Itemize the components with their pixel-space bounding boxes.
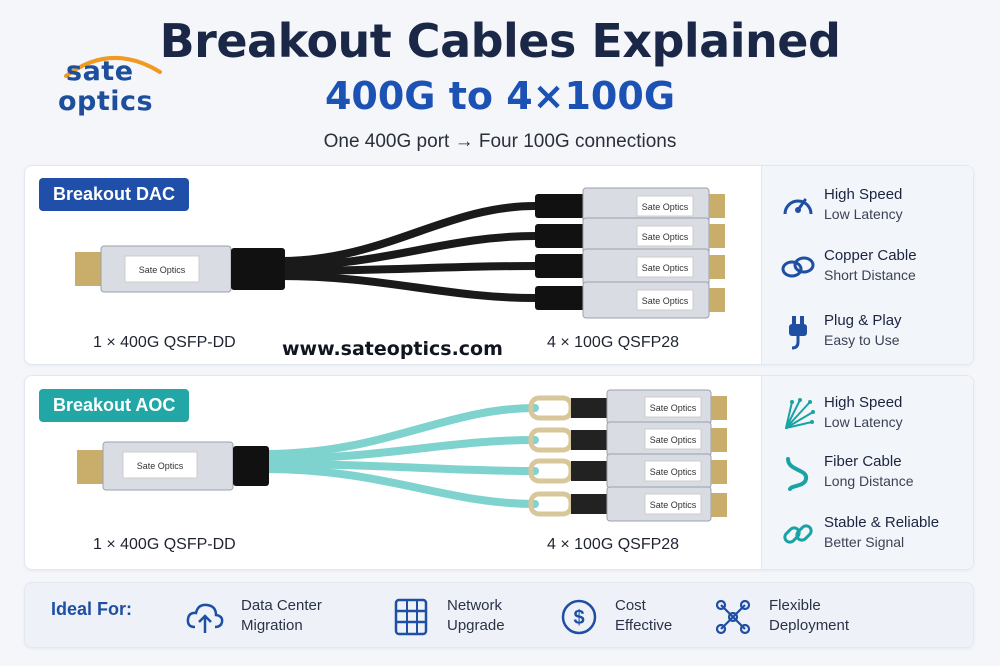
dac-qsfp28-module-2: Sate Optics: [535, 217, 725, 255]
page-subtitle: 400G to 4×100G: [324, 74, 676, 118]
dac-feature-speed: High Speed Low Latency: [780, 184, 970, 234]
dac-feature-plug-detail: Easy to Use: [824, 332, 900, 348]
server-rack-icon: [394, 598, 428, 636]
website-url[interactable]: www.sateoptics.com: [282, 338, 503, 360]
aoc-left-caption: 1 × 400G QSFP-DD: [93, 536, 236, 553]
aoc-qsfp-dd-module: Sate Optics: [77, 441, 269, 491]
dac-qsfp28-module-3: Sate Optics: [535, 248, 725, 286]
dac-feature-copper-title: Copper Cable: [824, 247, 917, 264]
logo-text-line2: optics: [58, 86, 154, 117]
dac-left-caption: 1 × 400G QSFP-DD: [93, 334, 236, 351]
aoc-features: High Speed Low Latency Fiber Cable Long …: [761, 376, 973, 569]
aoc-module-label-3: Sate Optics: [650, 467, 697, 477]
brand-logo: sate optics: [56, 50, 166, 130]
aoc-feature-speed-title: High Speed: [824, 394, 903, 411]
aoc-qsfp28-modules: Sate Optics Sate Optics Sate Optics: [528, 389, 727, 522]
aoc-qsfp28-module-4: Sate Optics: [528, 486, 727, 522]
aoc-module-label-2: Sate Optics: [650, 435, 697, 445]
logo-arc-icon: [64, 55, 162, 78]
aoc-feature-fiber-detail: Long Distance: [824, 473, 914, 489]
ideal-item-network-line2: Upgrade: [447, 617, 505, 634]
dac-module-label-2: Sate Optics: [642, 232, 689, 242]
aoc-feature-speed: High Speed Low Latency: [780, 392, 970, 442]
dac-feature-copper: Copper Cable Short Distance: [780, 245, 970, 295]
svg-text:$: $: [573, 607, 584, 629]
aoc-badge: Breakout AOC: [39, 389, 190, 422]
dac-feature-plug: Plug & Play Easy to Use: [780, 310, 970, 360]
ideal-for-label: Ideal For:: [51, 599, 133, 619]
dac-feature-speed-detail: Low Latency: [824, 206, 903, 222]
aoc-module-label-4: Sate Optics: [650, 500, 697, 510]
aoc-qsfp28-module-3: Sate Optics: [528, 453, 727, 489]
dac-qsfp-dd-module: Sate Optics: [75, 245, 285, 293]
chain-link-icon: [783, 524, 813, 544]
aoc-feature-speed-detail: Low Latency: [824, 414, 903, 430]
aoc-panel: Breakout AOC Sate Optics Sate Optics: [24, 375, 974, 570]
dac-left-module-label: Sate Optics: [139, 265, 186, 275]
page-tagline: One 400G port → Four 100G connections: [323, 131, 677, 152]
ideal-item-flexible-line2: Deployment: [769, 617, 850, 634]
dac-panel: Breakout DAC Sate Optics Sate Optics: [24, 165, 974, 365]
dac-module-label-1: Sate Optics: [642, 202, 689, 212]
fiber-cable-icon: [786, 457, 809, 491]
page-title: Breakout Cables Explained: [159, 14, 841, 68]
aoc-right-caption: 4 × 100G QSFP28: [547, 536, 680, 553]
aoc-qsfp28-module-2: Sate Optics: [528, 421, 727, 457]
aoc-module-label-1: Sate Optics: [650, 403, 697, 413]
dac-feature-copper-detail: Short Distance: [824, 267, 916, 283]
dac-qsfp28-module-1: Sate Optics: [535, 187, 725, 225]
aoc-cable-strands: [261, 404, 539, 508]
ideal-item-data-center-line2: Migration: [241, 617, 303, 634]
speedometer-icon: [783, 198, 813, 215]
aoc-left-module-label: Sate Optics: [137, 461, 184, 471]
network-nodes-icon: [715, 599, 751, 635]
plug-icon: [789, 316, 807, 350]
copper-cable-icon: [781, 256, 815, 278]
ideal-item-flexible-line1: Flexible: [769, 597, 821, 614]
cloud-upload-icon: [186, 603, 224, 633]
aoc-feature-reliable: Stable & Reliable Better Signal: [780, 512, 970, 562]
dollar-icon: $: [561, 599, 597, 635]
ideal-item-cost-line1: Cost: [615, 597, 646, 614]
dac-feature-plug-title: Plug & Play: [824, 312, 902, 329]
aoc-feature-reliable-detail: Better Signal: [824, 534, 905, 550]
dac-right-caption: 4 × 100G QSFP28: [547, 334, 680, 351]
logo-text-line1: sate: [66, 56, 134, 87]
aoc-feature-fiber-title: Fiber Cable: [824, 453, 902, 470]
fiber-burst-icon: [785, 398, 815, 429]
dac-cable-strands: [276, 202, 539, 302]
dac-badge: Breakout DAC: [39, 178, 190, 211]
dac-feature-speed-title: High Speed: [824, 186, 903, 203]
dac-module-label-4: Sate Optics: [642, 296, 689, 306]
aoc-cable-illustration: Sate Optics Sate Optics Sate Optics: [77, 389, 727, 522]
aoc-feature-fiber: Fiber Cable Long Distance: [780, 451, 970, 501]
dac-qsfp28-module-4: Sate Optics: [535, 281, 725, 319]
ideal-item-network-line1: Network: [447, 597, 503, 614]
ideal-item-data-center-line1: Data Center: [241, 597, 322, 614]
dac-qsfp28-modules: Sate Optics Sate Optics Sate Optics: [535, 187, 725, 319]
ideal-for-panel: Ideal For: Data Center Migration Network…: [24, 582, 974, 648]
dac-module-label-3: Sate Optics: [642, 263, 689, 273]
aoc-qsfp28-module-1: Sate Optics: [528, 389, 727, 425]
ideal-item-cost-line2: Effective: [615, 617, 673, 634]
dac-cable-illustration: Sate Optics Sate Optics Sate Optics: [75, 187, 725, 319]
aoc-feature-reliable-title: Stable & Reliable: [824, 514, 940, 531]
dac-features: High Speed Low Latency Copper Cable Shor…: [761, 166, 973, 364]
